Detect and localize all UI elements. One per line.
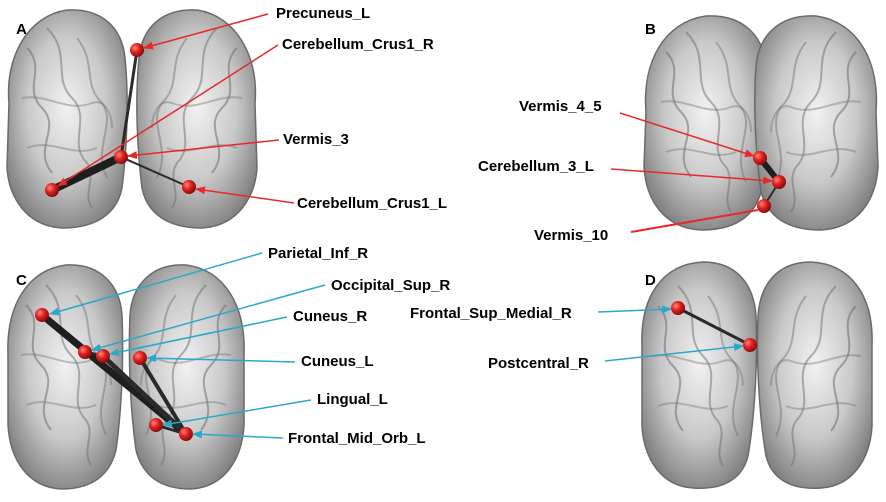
brain-left-hemisphere xyxy=(6,9,128,229)
arrow-frontal-sup-medial-r xyxy=(597,305,672,314)
panel-c-letter: C xyxy=(16,272,27,289)
brain-right-hemisphere xyxy=(136,9,258,229)
connection-edge xyxy=(120,156,190,188)
node-parietal-inf-r xyxy=(35,308,49,322)
panel-d-brain xyxy=(641,261,873,489)
panel-a-brain xyxy=(6,9,258,229)
label-frontal-mid-orb-l: Frontal_Mid_Orb_L xyxy=(288,430,426,447)
arrow-vermis-4-5 xyxy=(619,112,755,158)
panel-a-letter: A xyxy=(16,21,27,38)
label-cerebellum-3-l: Cerebellum_3_L xyxy=(478,158,594,175)
connection-edge xyxy=(138,356,188,436)
node-vermis-4-5 xyxy=(753,151,767,165)
label-cerebellum-crus1-r: Cerebellum_Crus1_R xyxy=(282,36,434,53)
arrow-frontal-mid-orb-l xyxy=(192,430,284,439)
node-postcentral-r xyxy=(743,338,757,352)
panel-a-labels: Precuneus_L Cerebellum_Crus1_R Vermis_3 … xyxy=(276,5,447,212)
panel-b: B Vermis_4_5 Cereb xyxy=(478,15,879,244)
arrow-occipital-sup-r xyxy=(91,284,326,352)
node-precuneus-l xyxy=(130,43,144,57)
node-cerebellum-3-l xyxy=(772,175,786,189)
brain-left-hemisphere xyxy=(643,15,768,231)
label-vermis-4-5: Vermis_4_5 xyxy=(519,98,602,115)
panel-b-nodes xyxy=(753,151,786,213)
label-postcentral-r: Postcentral_R xyxy=(488,355,589,372)
label-precuneus-l: Precuneus_L xyxy=(276,5,370,22)
panel-a: A P xyxy=(6,5,447,229)
panel-c-brain xyxy=(7,264,245,490)
arrow-cuneus-r xyxy=(109,316,288,357)
node-cuneus-r xyxy=(96,349,110,363)
arrow-lingual-l xyxy=(162,399,312,428)
label-cuneus-r: Cuneus_R xyxy=(293,308,367,325)
node-vermis-10 xyxy=(757,199,771,213)
node-frontal-sup-medial-r xyxy=(671,301,685,315)
label-vermis-3: Vermis_3 xyxy=(283,131,349,148)
arrow-cerebellum-crus1-l xyxy=(195,186,295,204)
arrow-cerebellum-3-l xyxy=(610,168,773,185)
panel-d-arrows xyxy=(597,305,744,362)
arrow-cerebellum-crus1-r xyxy=(57,44,279,187)
panel-b-brain xyxy=(643,15,879,231)
panel-a-arrows xyxy=(57,13,295,204)
brain-left-hemisphere xyxy=(641,261,758,489)
panel-a-nodes xyxy=(45,43,196,197)
panel-c-labels: Parietal_Inf_R Occipital_Sup_R Cuneus_R … xyxy=(268,245,450,447)
arrow-vermis-10 xyxy=(630,209,759,233)
arrow-parietal-inf-r xyxy=(49,252,263,316)
panel-c-arrows xyxy=(49,252,326,439)
arrow-cuneus-l xyxy=(146,354,296,363)
node-frontal-mid-orb-l xyxy=(179,427,193,441)
arrow-precuneus-l xyxy=(143,13,269,50)
brain-right-hemisphere xyxy=(754,15,879,231)
connection-edge xyxy=(119,49,139,158)
node-cuneus-l xyxy=(133,351,147,365)
panel-d-nodes xyxy=(671,301,757,352)
label-parietal-inf-r: Parietal_Inf_R xyxy=(268,245,368,262)
node-cerebellum-crus1-r xyxy=(45,183,59,197)
label-cerebellum-crus1-l: Cerebellum_Crus1_L xyxy=(297,195,447,212)
label-cuneus-l: Cuneus_L xyxy=(301,353,374,370)
brain-right-hemisphere xyxy=(128,264,245,490)
panel-b-labels: Vermis_4_5 Cerebellum_3_L Vermis_10 xyxy=(478,98,608,244)
panel-b-letter: B xyxy=(645,21,656,38)
label-lingual-l: Lingual_L xyxy=(317,391,388,408)
panel-b-arrows xyxy=(610,112,773,233)
arrow-vermis-3 xyxy=(127,139,280,160)
node-occipital-sup-r xyxy=(78,345,92,359)
panel-c: C xyxy=(7,245,450,490)
panel-d: D Frontal_Sup_Medial_R Postcentral_R xyxy=(410,261,873,489)
connection-edge xyxy=(677,306,751,347)
label-vermis-10: Vermis_10 xyxy=(534,227,608,244)
node-cerebellum-crus1-l xyxy=(182,180,196,194)
label-occipital-sup-r: Occipital_Sup_R xyxy=(331,277,450,294)
node-vermis-3 xyxy=(114,150,128,164)
node-lingual-l xyxy=(149,418,163,432)
label-frontal-sup-medial-r: Frontal_Sup_Medial_R xyxy=(410,305,572,322)
panel-d-connections xyxy=(677,306,751,347)
brain-right-hemisphere xyxy=(756,261,873,489)
panel-c-nodes xyxy=(35,308,193,441)
panel-d-letter: D xyxy=(645,272,656,289)
arrow-postcentral-r xyxy=(604,342,744,362)
panel-d-labels: Frontal_Sup_Medial_R Postcentral_R xyxy=(410,305,589,372)
